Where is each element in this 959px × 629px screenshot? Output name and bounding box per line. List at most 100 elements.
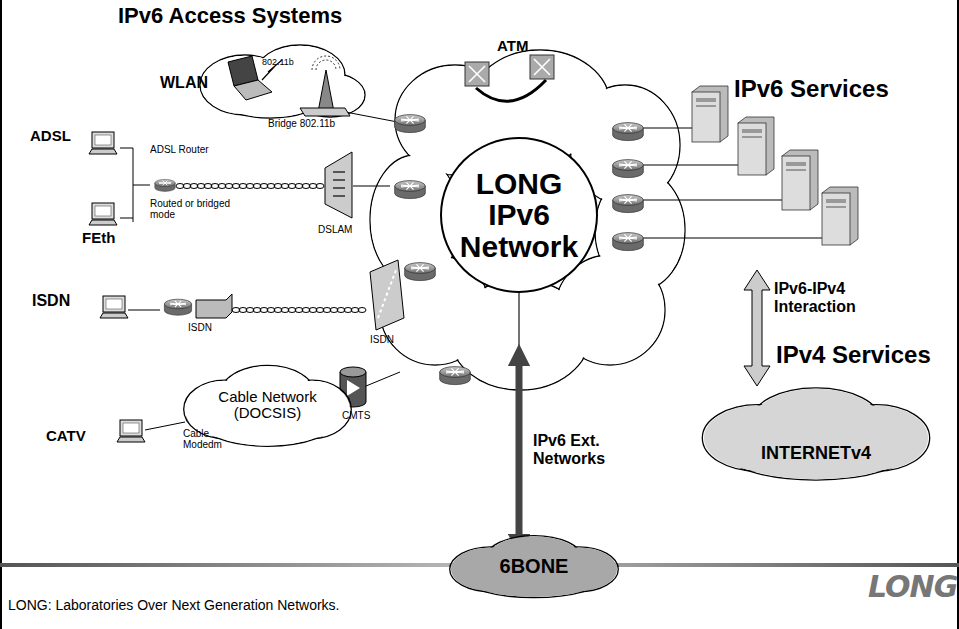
shape bbox=[401, 182, 419, 189]
node-text: 6BONE bbox=[478, 556, 591, 577]
shape bbox=[534, 59, 550, 75]
shape bbox=[155, 179, 175, 186]
shape bbox=[613, 123, 644, 134]
computer-icon bbox=[100, 296, 128, 318]
shape bbox=[465, 62, 489, 86]
device-label: Cable Modedm bbox=[183, 428, 228, 450]
bridge-box bbox=[300, 108, 350, 116]
shape bbox=[340, 367, 366, 377]
device-label: ISDN bbox=[188, 322, 212, 333]
dslam-icon bbox=[325, 152, 352, 218]
connector-link bbox=[518, 293, 520, 355]
shape bbox=[164, 299, 191, 309]
server-icon bbox=[782, 150, 818, 210]
device-label: DSLAM bbox=[318, 224, 352, 235]
device-label: ISDN bbox=[370, 334, 394, 345]
router-icon bbox=[164, 299, 191, 315]
shape bbox=[347, 380, 360, 396]
radio-waves bbox=[312, 56, 340, 70]
shape bbox=[822, 193, 850, 245]
shape bbox=[692, 92, 720, 142]
shape bbox=[411, 264, 429, 271]
shape bbox=[782, 156, 810, 210]
shape bbox=[333, 172, 345, 196]
device-label: CATV bbox=[46, 428, 86, 445]
router-icon bbox=[613, 233, 644, 251]
shape bbox=[95, 206, 111, 216]
shape bbox=[628, 238, 822, 239]
shape bbox=[103, 296, 125, 312]
shape bbox=[613, 160, 644, 171]
shape bbox=[92, 132, 114, 148]
shape bbox=[395, 115, 426, 126]
router-icon bbox=[405, 263, 436, 281]
shape bbox=[378, 270, 396, 318]
shape bbox=[786, 162, 806, 166]
shape bbox=[619, 161, 637, 168]
shape bbox=[123, 423, 139, 433]
router-icon bbox=[613, 195, 644, 213]
device-label: IPv6-IPv4 Interaction bbox=[774, 280, 884, 315]
router-icon bbox=[440, 367, 471, 385]
shape bbox=[738, 123, 766, 175]
device-label: Routed or bridged mode bbox=[150, 198, 245, 220]
atm-switch bbox=[465, 62, 489, 86]
router-icon bbox=[613, 123, 644, 141]
router-icon bbox=[155, 179, 175, 191]
antenna-tower bbox=[318, 70, 334, 112]
shape bbox=[628, 200, 782, 201]
shape bbox=[128, 310, 160, 311]
device-label: Bridge 802.11b bbox=[268, 118, 335, 129]
isdn-terminal bbox=[196, 294, 232, 318]
shape bbox=[613, 233, 644, 244]
device-label: 802.11b bbox=[262, 58, 294, 68]
cloud-outline bbox=[700, 384, 932, 482]
shape bbox=[742, 129, 762, 133]
shape bbox=[469, 66, 485, 82]
shape bbox=[120, 420, 142, 436]
caption: LONG: Laboratories Over Next Generation … bbox=[8, 598, 339, 613]
shape bbox=[826, 199, 846, 203]
shape bbox=[742, 136, 762, 138]
shape bbox=[822, 187, 858, 245]
shape bbox=[89, 220, 117, 225]
shape bbox=[234, 80, 272, 100]
logo: LONG bbox=[868, 570, 957, 603]
shape bbox=[92, 203, 114, 219]
device-label: ATM bbox=[497, 38, 528, 55]
shape bbox=[628, 165, 738, 166]
server-icon bbox=[692, 86, 728, 142]
device-label: IPv6 Services bbox=[734, 76, 889, 102]
server-icon bbox=[738, 117, 774, 175]
device-label: WLAN bbox=[160, 74, 208, 92]
shape bbox=[692, 86, 728, 142]
shape bbox=[100, 313, 128, 318]
shape bbox=[170, 301, 186, 307]
device-label: CMTS bbox=[342, 410, 370, 421]
shape bbox=[619, 124, 637, 131]
frame-line bbox=[0, 0, 2, 629]
device-label: ISDN bbox=[32, 292, 70, 310]
router-icon bbox=[613, 160, 644, 178]
device-label: IPv4 Services bbox=[776, 342, 931, 368]
edge-label: IPv6 Ext. Networks bbox=[533, 432, 643, 467]
device-label: ADSL bbox=[30, 128, 71, 145]
frame-line bbox=[957, 0, 959, 629]
node-text: Cable Network (DOCSIS) bbox=[182, 389, 353, 421]
shape bbox=[440, 367, 471, 378]
computer-icon bbox=[89, 203, 117, 225]
computer-icon bbox=[117, 420, 145, 442]
shape bbox=[826, 206, 846, 208]
isdn-switch bbox=[370, 260, 404, 330]
computer-icon bbox=[89, 132, 117, 154]
node-text: INTERNETv4 bbox=[741, 404, 891, 463]
node-text: LONG IPv6 Network bbox=[442, 168, 596, 263]
shape bbox=[401, 116, 419, 123]
cloud bbox=[200, 45, 365, 118]
shape bbox=[696, 98, 716, 102]
device-label: FEth bbox=[82, 230, 115, 247]
shape bbox=[619, 196, 637, 203]
shape bbox=[89, 149, 117, 154]
server-icon bbox=[822, 187, 858, 245]
shape bbox=[619, 234, 637, 241]
